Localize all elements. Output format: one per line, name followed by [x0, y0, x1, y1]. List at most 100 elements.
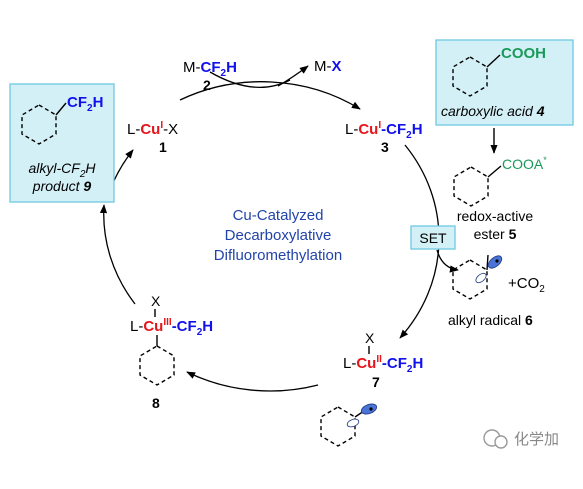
set-box — [410, 225, 456, 250]
product-cyclohexane-ring — [21, 104, 57, 145]
product-h: H — [93, 94, 104, 111]
cmpd3-cf: -CF — [381, 121, 406, 138]
product-number: 9 — [83, 178, 91, 194]
cycle-title-line3: Difluoromethylation — [214, 247, 342, 264]
cmpd3-ligand: L- — [345, 121, 358, 138]
cmpd8-ligand: L- — [130, 318, 143, 335]
product-line1-text: alkyl-CF — [28, 160, 81, 176]
radical-orbital-upper-lobe — [487, 255, 503, 269]
cycle-title-line2: Decarboxylative — [225, 227, 332, 244]
reagent-metal: M- — [183, 59, 201, 76]
cmpd7-h: H — [412, 355, 423, 372]
reagent-cf: CF — [201, 59, 221, 76]
svg-text:M-CF2H: M-CF2H — [183, 59, 237, 79]
cmpd8-cyclohexane-ring — [139, 345, 175, 386]
acid-group: COOH — [501, 45, 546, 62]
cycle-arrow-1-to-3 — [179, 81, 361, 110]
ester-label-line2: ester 5 — [474, 226, 517, 242]
co2-sub: 2 — [539, 284, 545, 295]
cmpd3-sub: 2 — [406, 130, 412, 141]
product-line1-sub: 2 — [79, 169, 86, 180]
radical-orbital-stem — [486, 254, 489, 271]
cmpd8-sub: 2 — [197, 327, 203, 338]
byproduct-out-arrow — [277, 65, 309, 87]
reagent-number: 2 — [203, 77, 211, 93]
product-bond — [55, 102, 67, 116]
cmpd3-h: H — [412, 121, 423, 138]
entering-radical-ring — [320, 406, 356, 447]
ester-number: 5 — [509, 226, 517, 242]
cmpd8-formula: L-CuIII-CF2H — [130, 317, 213, 338]
ester-group: COOA* — [502, 155, 547, 172]
radical-number: 6 — [525, 312, 533, 328]
set-label: SET — [419, 230, 447, 246]
product-box — [9, 83, 115, 203]
cmpd7-formula: L-CuII-CF2H — [343, 354, 423, 375]
cmpd7-sub: 2 — [407, 364, 413, 375]
product-cf2h-group: CF2H — [67, 94, 103, 114]
watermark-text: 化学加 — [514, 431, 559, 448]
cmpd3-formula: L-CuI-CF2H — [345, 120, 423, 141]
cycle-arrow-8-to-9 — [99, 204, 136, 305]
cmpd1-ligand: L- — [127, 121, 140, 138]
reagent-sub: 2 — [221, 68, 227, 79]
product-line1-h: H — [85, 160, 96, 176]
cmpd1-formula: L-CuI-X — [127, 120, 178, 138]
cmpd1-halide: -X — [163, 121, 178, 138]
cycle-arrow-7-to-8 — [186, 371, 319, 392]
product-cf: CF — [67, 94, 87, 111]
radical-orbital-lower-lobe — [475, 272, 487, 284]
acid-number: 4 — [536, 103, 545, 119]
reagent-h: H — [226, 59, 237, 76]
cmpd7-cf: -CF — [382, 355, 407, 372]
radical-label-text: alkyl radical — [448, 312, 525, 328]
cmpd3-number: 3 — [381, 139, 389, 155]
radical-label: alkyl radical 6 — [448, 312, 533, 328]
cmpd1-oxidation: I — [160, 120, 163, 131]
cmpd1-number: 1 — [159, 139, 167, 155]
co2-label: +CO2 — [508, 275, 545, 295]
cmpd3-oxidation: I — [378, 120, 381, 131]
ester-label-line1: redox-active — [457, 208, 533, 224]
cycle-title-line1: Cu-Catalyzed — [233, 207, 324, 224]
ester-star: * — [543, 155, 547, 165]
entering-radical-dot — [369, 407, 373, 411]
ester-group-text: COOA — [502, 156, 544, 172]
watermark-chat-icon-small — [494, 435, 508, 449]
cmpd3-copper: Cu — [358, 121, 378, 138]
product-line2-text: product — [32, 178, 84, 194]
cmpd8-cf: -CF — [172, 318, 197, 335]
cmpd8-x: X — [151, 293, 161, 309]
ester-line2-text: ester — [474, 226, 509, 242]
ester-cyclohexane-ring — [453, 166, 489, 207]
byproduct-x: X — [332, 58, 342, 75]
watermark: 化学加 — [483, 429, 559, 449]
product-label-line1: alkyl-CF2H — [28, 160, 96, 180]
cmpd1-copper: Cu — [140, 121, 160, 138]
byproduct-metal: M- — [314, 58, 332, 75]
acid-label-text: carboxylic acid — [441, 103, 537, 119]
cmpd8-oxidation: III — [163, 317, 172, 328]
acid-box — [435, 39, 574, 126]
cmpd7-ligand: L- — [343, 355, 356, 372]
acid-cyclohexane-ring — [452, 56, 488, 97]
cmpd8-h: H — [202, 318, 213, 335]
entering-radical-lower-lobe — [346, 418, 360, 428]
set-to-radical-arrow — [436, 249, 459, 273]
cmpd7-number: 7 — [372, 374, 380, 390]
cmpd7-x: X — [365, 330, 375, 346]
product-sub: 2 — [87, 103, 93, 114]
cmpd7-oxidation: II — [376, 354, 382, 365]
cmpd8-copper: Cu — [143, 318, 163, 335]
acid-label: carboxylic acid 4 — [441, 103, 545, 119]
radical-dot — [495, 259, 499, 263]
radical-cyclohexane-ring — [452, 259, 488, 300]
co2-prefix: +CO — [508, 275, 539, 292]
cmpd8-number: 8 — [152, 395, 160, 411]
cmpd7-copper: Cu — [356, 355, 376, 372]
product-label-line2: product 9 — [32, 178, 92, 194]
entering-radical-upper-lobe — [360, 403, 378, 415]
svg-text:M-X: M-X — [314, 58, 342, 75]
acid-bond — [486, 54, 501, 68]
